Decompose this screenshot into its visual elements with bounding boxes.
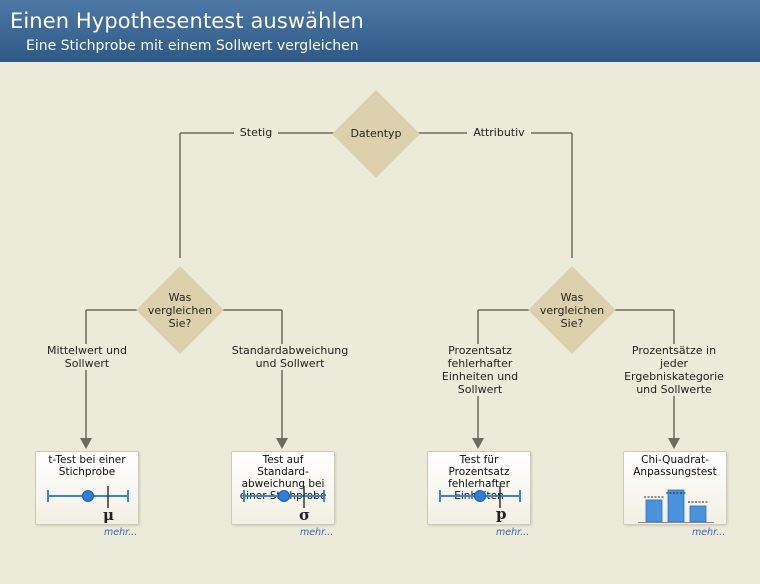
test-card-std-dev[interactable]: Test auf Standard-abweichung bei einer S… — [231, 451, 335, 525]
arrowhead-2 — [276, 438, 288, 449]
number-line-icon — [47, 486, 129, 508]
arrowhead-1 — [80, 438, 92, 449]
more-link-4[interactable]: mehr... — [692, 527, 726, 538]
page-title: Einen Hypothesentest auswählen — [10, 9, 364, 33]
mu-symbol: μ — [103, 506, 114, 524]
number-line-icon — [243, 486, 325, 508]
card-title: t-Test bei einer Stichprobe — [48, 454, 126, 478]
header-bar: Einen Hypothesentest auswählen Eine Stic… — [0, 0, 760, 62]
more-link-2[interactable]: mehr... — [300, 527, 334, 538]
more-link-1[interactable]: mehr... — [104, 527, 138, 538]
test-card-t-test[interactable]: t-Test bei einer Stichprobe μ — [35, 451, 139, 525]
more-link-3[interactable]: mehr... — [496, 527, 530, 538]
bar-chart-icon — [638, 489, 714, 523]
p-symbol: p — [496, 505, 507, 523]
test-card-chi-square[interactable]: Chi-Quadrat-Anpassungstest — [623, 451, 727, 525]
arrowhead-4 — [668, 438, 680, 449]
sigma-symbol: σ — [299, 506, 311, 524]
option-label-2: Standardabweichung und Sollwert — [228, 344, 352, 370]
decision-right-label: Was vergleichen Sie? — [539, 291, 605, 330]
decision-left-label: Was vergleichen Sie? — [147, 291, 213, 330]
option-label-4: Prozentsätze in jeder Ergebniskategorie … — [622, 344, 726, 396]
number-line-icon — [439, 486, 521, 508]
option-label-3: Prozentsatz fehlerhafter Einheiten und S… — [438, 344, 522, 396]
branch-label-stetig: Stetig — [234, 126, 278, 139]
card-title: Test für Prozentsatz fehlerhafter Einhei… — [448, 454, 510, 502]
test-card-percent-defective[interactable]: Test für Prozentsatz fehlerhafter Einhei… — [427, 451, 531, 525]
decision-datentyp-label: Datentyp — [350, 127, 402, 140]
arrowhead-3 — [472, 438, 484, 449]
page-subtitle: Eine Stichprobe mit einem Sollwert vergl… — [26, 38, 359, 54]
option-label-1: Mittelwert und Sollwert — [40, 344, 134, 370]
branch-label-attributiv: Attributiv — [467, 126, 531, 139]
card-title: Chi-Quadrat-Anpassungstest — [633, 454, 717, 478]
